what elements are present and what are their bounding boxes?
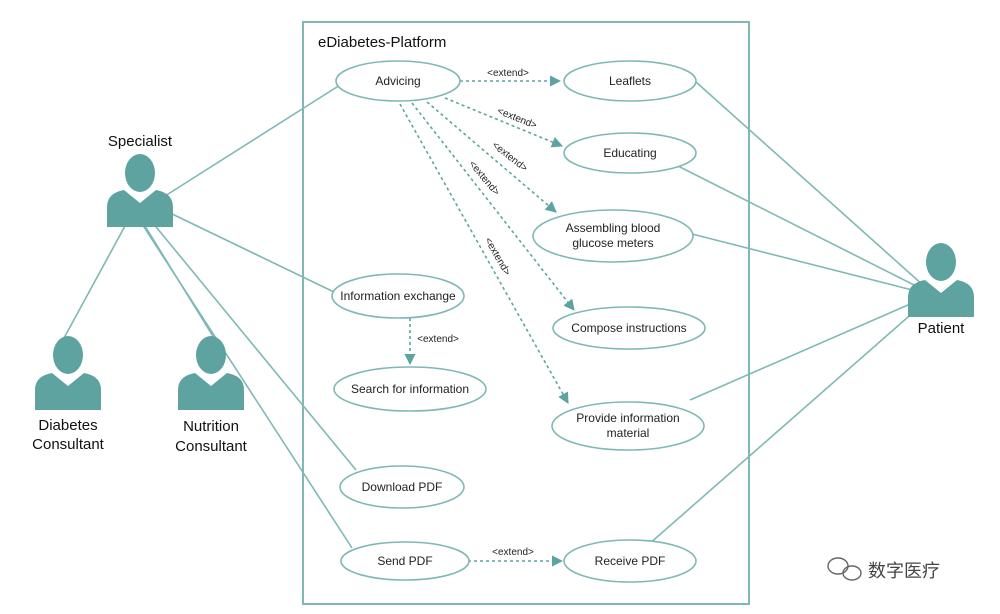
use-case-assembling[interactable]: Assembling blood glucose meters — [532, 209, 694, 263]
watermark: 数字医疗 — [827, 557, 940, 582]
actor-label: Nutrition — [183, 418, 239, 435]
actor-specialist[interactable]: Specialist — [107, 133, 173, 227]
use-case-label: Information exchange — [340, 289, 456, 303]
assoc-patient-assembling — [691, 233, 925, 294]
assoc-specialist-advicing — [164, 84, 341, 197]
actor-label: Diabetes — [38, 417, 97, 434]
associations — [63, 81, 925, 549]
actor-label: Consultant — [32, 436, 105, 453]
use-case-label: Educating — [603, 146, 656, 160]
use-case-label: Download PDF — [362, 480, 443, 494]
ext-advicing-educating — [444, 97, 564, 148]
use-case-label: Advicing — [375, 74, 420, 88]
use-case-send-pdf[interactable]: Send PDF — [340, 541, 470, 581]
use-case-label: Send PDF — [377, 554, 432, 568]
system-boundary — [302, 21, 750, 605]
extend-label: <extend> — [490, 140, 530, 174]
assoc-patient-provide — [689, 297, 925, 401]
extend-label: <extend> — [487, 68, 529, 79]
use-case-information-exchange[interactable]: Information exchange — [331, 273, 465, 319]
person-icon — [35, 336, 101, 410]
assoc-patient-educating — [677, 165, 925, 291]
person-icon — [107, 154, 173, 227]
actor-label: Specialist — [108, 133, 173, 150]
use-case-download-pdf[interactable]: Download PDF — [339, 465, 465, 509]
ext-advicing-compose — [411, 102, 575, 311]
person-icon — [908, 243, 974, 317]
use-case-label: Receive PDF — [595, 554, 666, 568]
actor-label: Consultant — [175, 438, 248, 455]
use-case-advicing[interactable]: Advicing — [335, 60, 461, 102]
use-case-label: material — [607, 426, 650, 440]
extend-label: <extend> — [417, 334, 459, 345]
chat-bubbles-icon — [827, 557, 862, 581]
assoc-specialist-infoexchange — [167, 211, 335, 293]
use-case-leaflets[interactable]: Leaflets — [563, 60, 697, 102]
watermark-text: 数字医疗 — [868, 561, 940, 582]
use-case-provide-material[interactable]: Provide information material — [551, 401, 705, 451]
use-case-compose-instructions[interactable]: Compose instructions — [552, 306, 706, 350]
ext-advicing-assembling — [426, 101, 557, 213]
extend-label: <extend> — [492, 547, 534, 558]
use-case-label: Leaflets — [609, 74, 651, 88]
actor-patient[interactable]: Patient — [908, 243, 974, 337]
use-case-search-information[interactable]: Search for information — [333, 366, 487, 412]
use-case-educating[interactable]: Educating — [563, 132, 697, 174]
use-case-receive-pdf[interactable]: Receive PDF — [563, 539, 697, 583]
actor-label: Patient — [918, 320, 966, 337]
assoc-specialist-downloadpdf — [151, 221, 357, 471]
person-icon — [178, 336, 244, 410]
assoc-specialist-nutrition — [144, 225, 215, 339]
use-case-label: Provide information — [576, 411, 679, 425]
ext-advicing-provide — [399, 103, 569, 404]
use-case-label: Assembling blood — [566, 221, 661, 235]
use-case-label: Compose instructions — [571, 321, 686, 335]
extend-relations — [399, 75, 575, 567]
assoc-specialist-diabetes — [63, 225, 126, 339]
use-case-label: glucose meters — [572, 236, 653, 250]
system-title: eDiabetes-Platform — [318, 34, 446, 51]
actor-diabetes-consultant[interactable]: Diabetes Consultant — [32, 336, 105, 453]
extend-label: <extend> — [496, 106, 539, 132]
use-case-label: Search for information — [351, 382, 469, 396]
assoc-patient-receive — [647, 302, 925, 546]
actor-nutrition-consultant[interactable]: Nutrition Consultant — [175, 336, 248, 455]
assoc-patient-leaflets — [695, 81, 925, 287]
